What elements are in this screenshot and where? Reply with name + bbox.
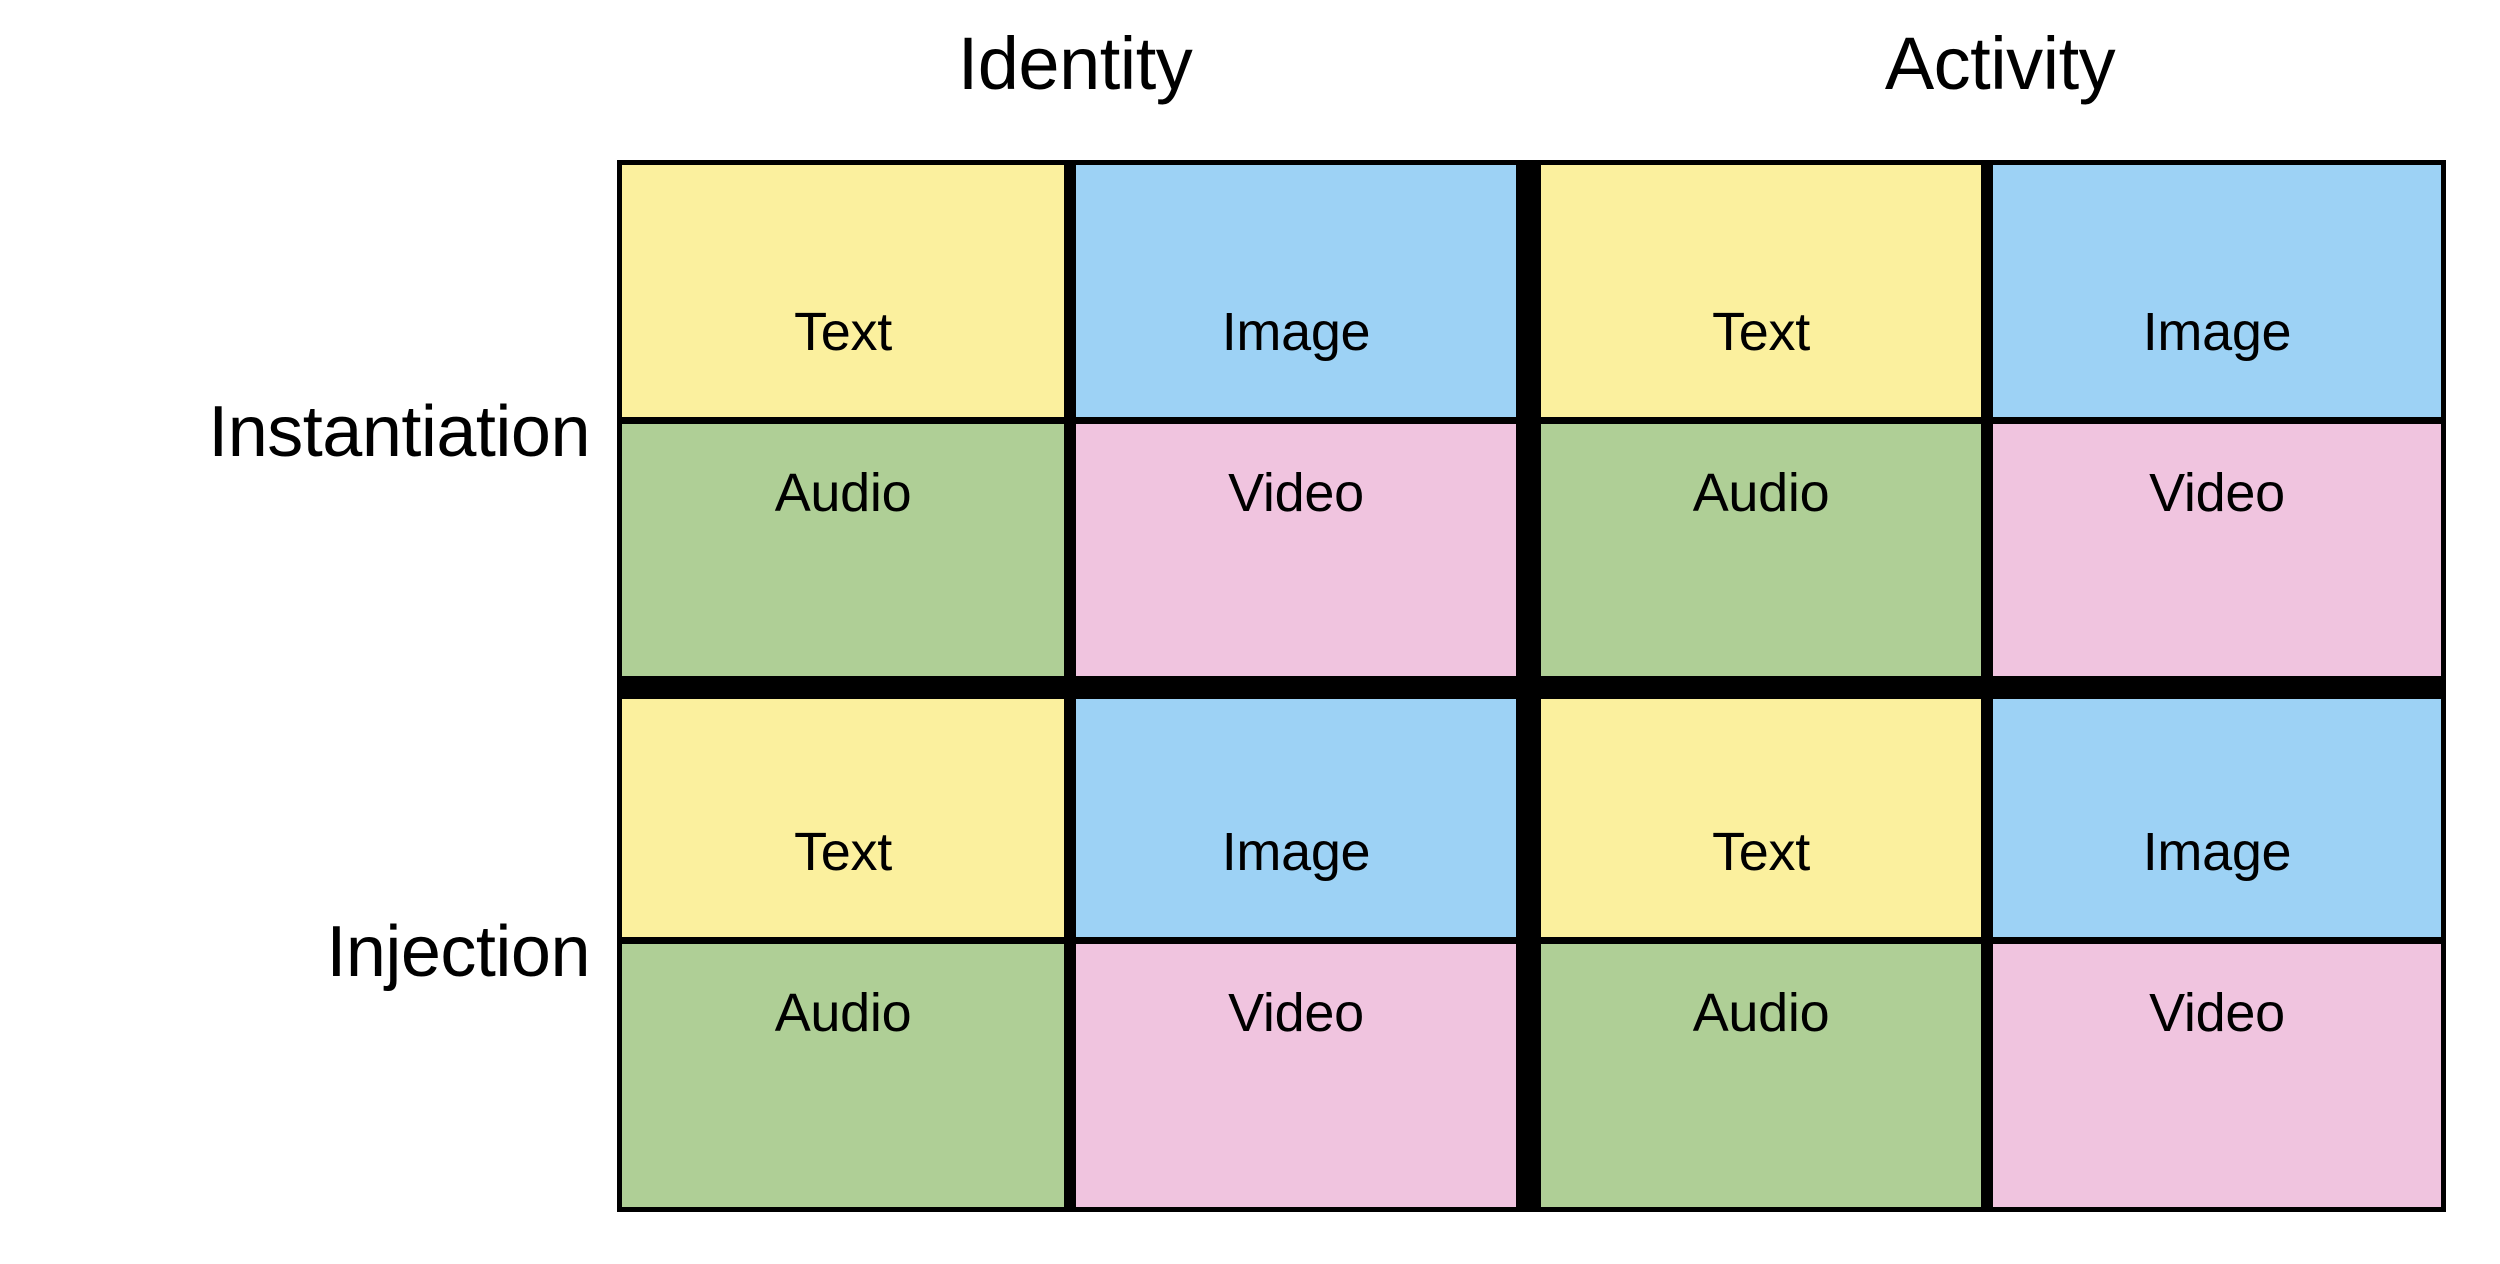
matrix-cell[interactable]: Audio bbox=[622, 944, 1064, 1207]
matrix-cell[interactable]: Text bbox=[1541, 699, 1981, 937]
row-header-instantiation: Instantiation bbox=[208, 392, 590, 472]
matrix-cell-label: Image bbox=[2142, 302, 2292, 362]
matrix-cell[interactable]: Image bbox=[1076, 699, 1516, 937]
matrix-cell[interactable]: Text bbox=[1541, 165, 1981, 417]
matrix-cell-label: Text bbox=[794, 822, 892, 882]
matrix-cell-label: Video bbox=[2149, 983, 2285, 1043]
matrix-cell-label: Text bbox=[1712, 302, 1810, 362]
matrix-cell-label: Video bbox=[1228, 983, 1364, 1043]
matrix-cell-label: Video bbox=[2149, 463, 2285, 523]
matrix-cell[interactable]: Image bbox=[1076, 165, 1516, 417]
matrix-cell[interactable]: Image bbox=[1993, 699, 2441, 937]
matrix-cell-label: Video bbox=[1228, 463, 1364, 523]
matrix-cell[interactable]: Audio bbox=[1541, 944, 1981, 1207]
matrix-cell[interactable]: Video bbox=[1076, 944, 1516, 1207]
matrix-cell[interactable]: Video bbox=[1076, 424, 1516, 676]
column-header-activity: Activity bbox=[1884, 22, 2116, 105]
taxonomy-matrix: Text Image Text Image Audio Video Audio … bbox=[617, 160, 2446, 1212]
matrix-cell[interactable]: Text bbox=[622, 165, 1064, 417]
matrix-cell-label: Audio bbox=[1692, 463, 1830, 523]
matrix-cell-label: Image bbox=[1221, 822, 1371, 882]
matrix-cell[interactable]: Text bbox=[622, 699, 1064, 937]
matrix-cell-label: Text bbox=[1712, 822, 1810, 882]
row-header-injection: Injection bbox=[326, 912, 590, 992]
matrix-cell-label: Audio bbox=[774, 463, 912, 523]
matrix-cell-label: Audio bbox=[774, 983, 912, 1043]
matrix-cell[interactable]: Video bbox=[1993, 424, 2441, 676]
column-header-identity: Identity bbox=[957, 22, 1193, 105]
matrix-cell-label: Image bbox=[1221, 302, 1371, 362]
matrix-cell[interactable]: Audio bbox=[1541, 424, 1981, 676]
matrix-cell-label: Image bbox=[2142, 822, 2292, 882]
matrix-cell-label: Text bbox=[794, 302, 892, 362]
matrix-cell-label: Audio bbox=[1692, 983, 1830, 1043]
matrix-cell[interactable]: Video bbox=[1993, 944, 2441, 1207]
matrix-cell[interactable]: Audio bbox=[622, 424, 1064, 676]
matrix-cell[interactable]: Image bbox=[1993, 165, 2441, 417]
